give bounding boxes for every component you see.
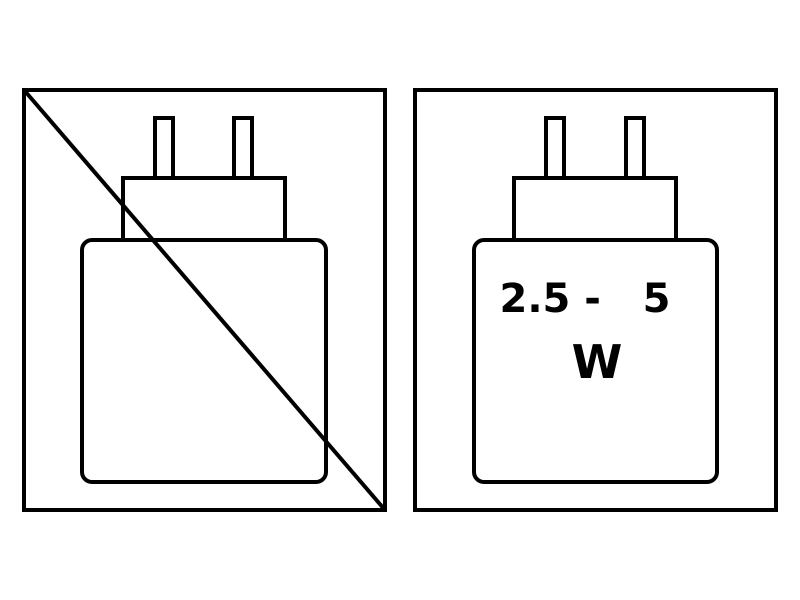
panel-charger-power: 2.5 - 5 W [413, 88, 778, 512]
plug-prong-right-2 [624, 116, 646, 182]
power-unit-text: W [572, 335, 623, 389]
power-range-text: 2.5 - 5 [500, 276, 671, 322]
panel-frame-right [413, 88, 778, 512]
panel-frame-left [22, 88, 387, 512]
plug-neck-left [121, 176, 287, 244]
plug-prong-left-1 [153, 116, 175, 182]
plug-neck-right [512, 176, 678, 244]
charger-icon-left [80, 116, 328, 484]
plug-prong-right-1 [544, 116, 566, 182]
charger-body-left [80, 238, 328, 484]
strike-through-line [22, 88, 387, 512]
charger-body-right [472, 238, 719, 484]
charger-icon-right [472, 116, 719, 484]
plug-prong-left-2 [232, 116, 254, 182]
panel-no-charger [22, 88, 387, 512]
